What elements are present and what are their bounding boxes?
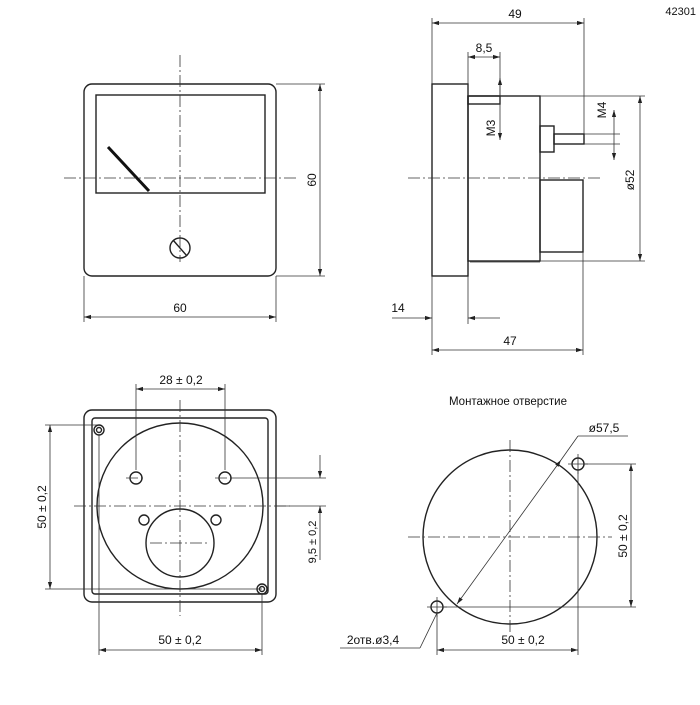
terminal-spacing-dim: 28 ± 0,2 bbox=[159, 373, 203, 387]
cutout-diameter-dim: ø57,5 bbox=[589, 421, 620, 435]
flange-thickness-dim: 14 bbox=[391, 301, 405, 315]
side-stud-m3 bbox=[467, 95, 501, 105]
rear-housing-inner bbox=[91, 417, 269, 595]
drawing-number: 42301 bbox=[665, 6, 696, 18]
front-view: 60 60 bbox=[64, 55, 325, 322]
front-height-dim: 60 bbox=[305, 173, 319, 187]
rear-mount-hole-tl bbox=[93, 424, 105, 436]
cutout-hole-spacing-v-dim: 50 ± 0,2 bbox=[616, 514, 630, 558]
cutout-holes-label: 2отв.ø3,4 bbox=[347, 633, 400, 647]
mount-width-dim: 50 ± 0,2 bbox=[158, 633, 202, 647]
cutout-title: Монтажное отверстие bbox=[449, 396, 567, 408]
side-body bbox=[467, 95, 541, 262]
rear-screw-left bbox=[138, 514, 150, 526]
stud-length-dim: 8,5 bbox=[476, 41, 493, 55]
front-width-dim: 60 bbox=[173, 301, 187, 315]
side-terminal-m4 bbox=[553, 133, 585, 145]
body-diameter-dim: ø52 bbox=[623, 169, 637, 190]
rear-view: 28 ± 0,2 50 ± 0,2 9,5 ± 0,2 50 ± 0,2 bbox=[35, 373, 326, 655]
side-nut bbox=[539, 125, 555, 153]
body-length-dim: 47 bbox=[503, 334, 517, 348]
side-view: 49 8,5 M3 M4 ø52 14 47 bbox=[391, 7, 645, 355]
side-rear-cylinder bbox=[539, 179, 584, 253]
cutout-hole-spacing-h-dim: 50 ± 0,2 bbox=[501, 633, 545, 647]
overall-length-dim: 49 bbox=[508, 7, 522, 21]
front-pointer bbox=[106, 145, 151, 193]
cutout-diameter-dim-line bbox=[456, 459, 562, 605]
thread-m3-label: M3 bbox=[484, 119, 498, 136]
mount-height-dim: 50 ± 0,2 bbox=[35, 485, 49, 529]
front-scale-window bbox=[95, 94, 266, 194]
thread-m4-label: M4 bbox=[595, 101, 609, 118]
rear-screw-right bbox=[210, 514, 222, 526]
side-flange bbox=[431, 83, 469, 277]
terminal-offset-dim: 9,5 ± 0,2 bbox=[307, 521, 319, 564]
zero-adjuster-slot bbox=[172, 239, 188, 257]
cutout-view: Монтажное отверстие ø57,5 50 ± 0,2 50 ± … bbox=[340, 396, 636, 655]
